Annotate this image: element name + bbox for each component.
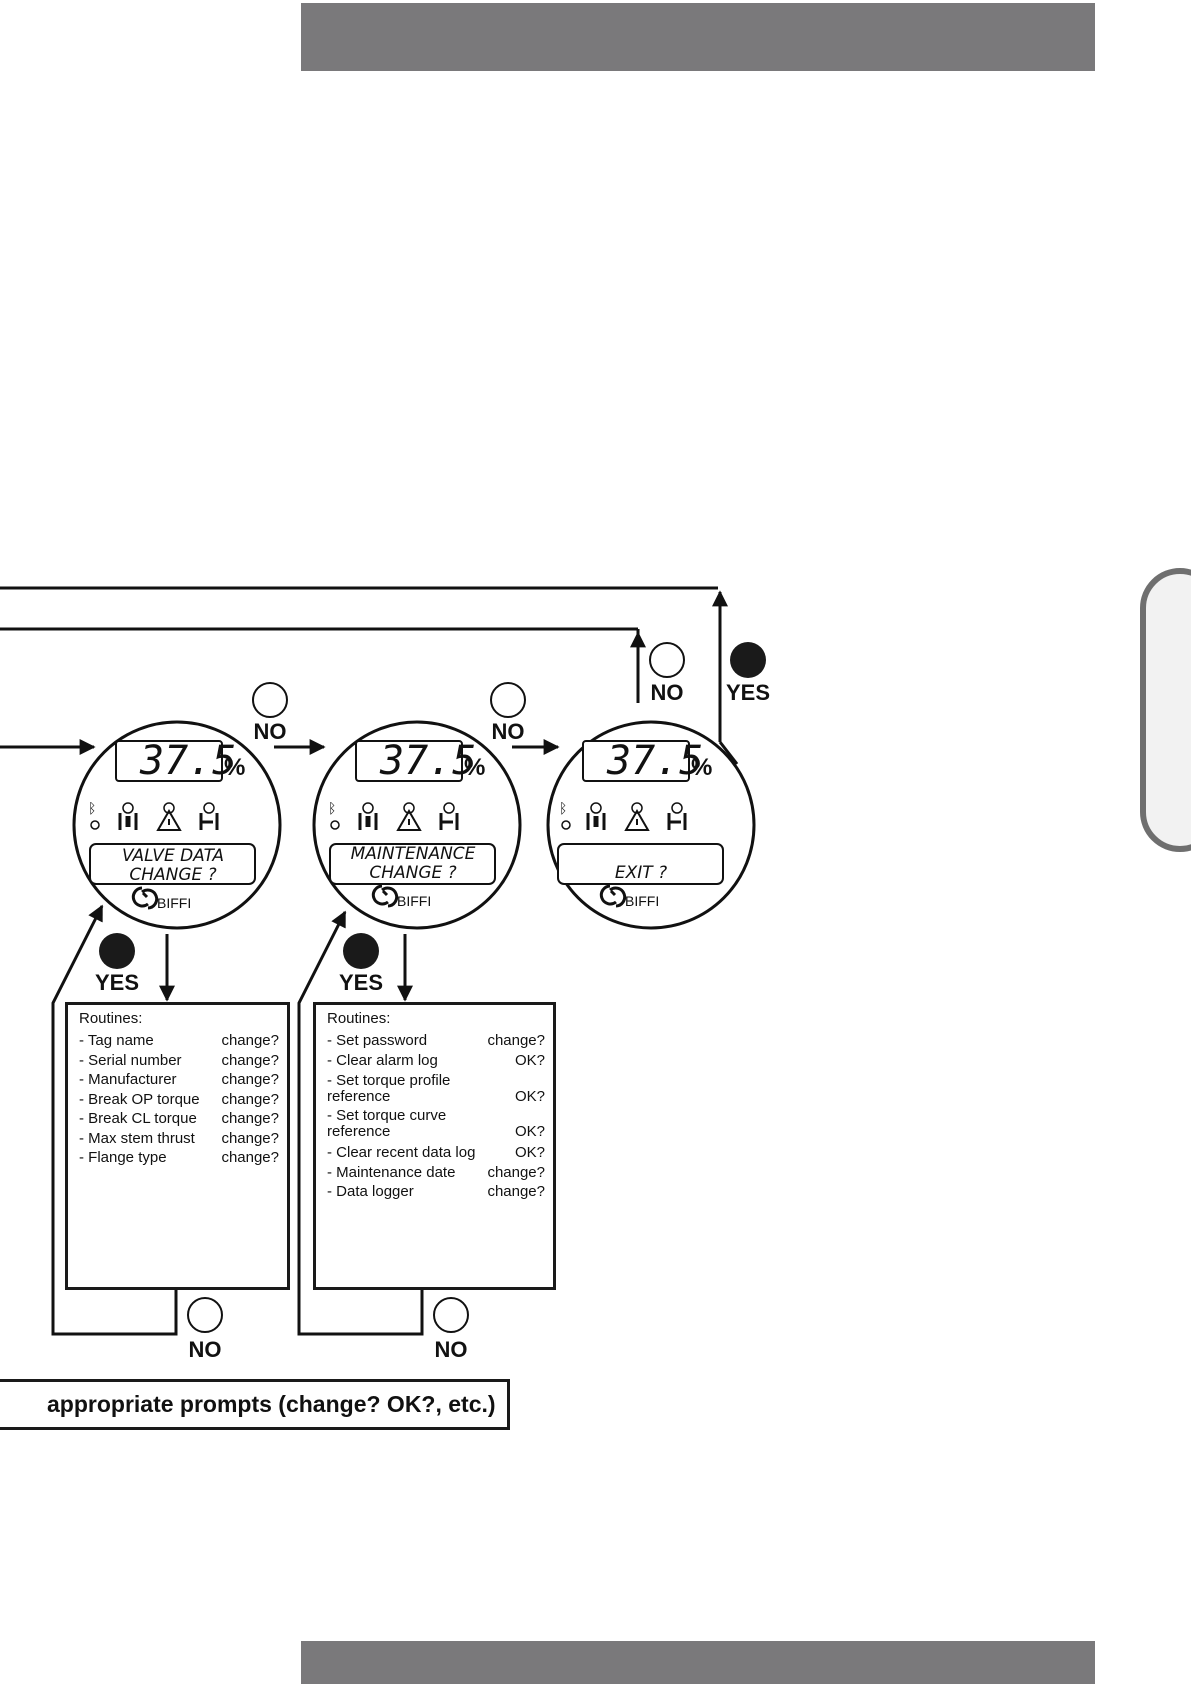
yes-button-maintenance: YES — [339, 933, 383, 995]
svg-text:YES: YES — [726, 680, 770, 705]
header-bar — [301, 3, 1095, 71]
no-button-valve-loop: NO — [187, 1297, 223, 1362]
biffi-logo-icon — [131, 886, 159, 910]
biffi-logo-icon — [599, 884, 627, 908]
biffi-logo-icon — [371, 884, 399, 908]
svg-text:NO: NO — [189, 1337, 222, 1362]
warning-icon — [396, 809, 422, 831]
display-message-line1: VALVE DATA — [122, 846, 224, 866]
display-value: 37.5 — [379, 738, 476, 784]
display-message-line2: CHANGE ? — [369, 863, 456, 883]
display-message-line2: CHANGE ? — [129, 865, 216, 885]
bluetooth-icon: ᛒ — [88, 801, 96, 817]
valve-open-icon — [199, 813, 219, 830]
loop-maint — [297, 910, 424, 1336]
no-button-1: NO — [252, 682, 288, 744]
display-exit: 37.5 % ᛒ EXIT ? BIFFI — [546, 720, 756, 930]
yes-button-valve-data: YES — [95, 933, 139, 995]
valve-closed-icon — [118, 813, 138, 830]
loop-valve — [51, 904, 178, 1336]
bluetooth-icon: ᛒ — [328, 801, 336, 817]
svg-text:NO: NO — [254, 719, 287, 744]
prompts-banner: appropriate prompts (change? OK?, etc.) — [0, 1379, 510, 1430]
valve-open-icon — [439, 813, 459, 830]
valve-closed-icon — [358, 813, 378, 830]
bluetooth-icon: ᛒ — [559, 801, 567, 817]
warning-icon — [624, 809, 650, 831]
no-button-maint-loop: NO — [433, 1297, 469, 1362]
svg-text:YES: YES — [339, 970, 383, 995]
display-unit: % — [691, 754, 712, 781]
display-message-line2: EXIT ? — [615, 863, 667, 883]
side-tab — [1140, 568, 1191, 852]
display-unit: % — [464, 754, 485, 781]
display-unit: % — [224, 754, 245, 781]
display-value: 37.5 — [606, 738, 703, 784]
yes-button-exit: YES — [726, 642, 770, 705]
display-maintenance: 37.5 % ᛒ MAINTENANCE CHANGE ? BIFFI — [312, 720, 522, 930]
display-value: 37.5 — [139, 738, 236, 784]
svg-text:YES: YES — [95, 970, 139, 995]
valve-closed-icon — [586, 813, 606, 830]
brand-label: BIFFI — [397, 893, 431, 909]
footer-bar — [301, 1641, 1095, 1684]
valve-open-icon — [667, 813, 687, 830]
routines-title: Routines: — [79, 1010, 143, 1027]
svg-text:NO: NO — [651, 680, 684, 705]
no-button-2: NO — [490, 682, 526, 744]
brand-label: BIFFI — [157, 895, 191, 911]
svg-text:NO: NO — [435, 1337, 468, 1362]
brand-label: BIFFI — [625, 893, 659, 909]
display-message-line1: MAINTENANCE — [351, 844, 476, 864]
warning-icon — [156, 809, 182, 831]
display-valve-data: 37.5 % ᛒ VALVE DATA CHANGE ? BIFFI — [72, 720, 282, 930]
no-button-exit: NO — [649, 642, 685, 705]
arrow-exit-yes-link — [718, 741, 739, 765]
routines-title: Routines: — [327, 1010, 391, 1027]
svg-text:NO: NO — [492, 719, 525, 744]
